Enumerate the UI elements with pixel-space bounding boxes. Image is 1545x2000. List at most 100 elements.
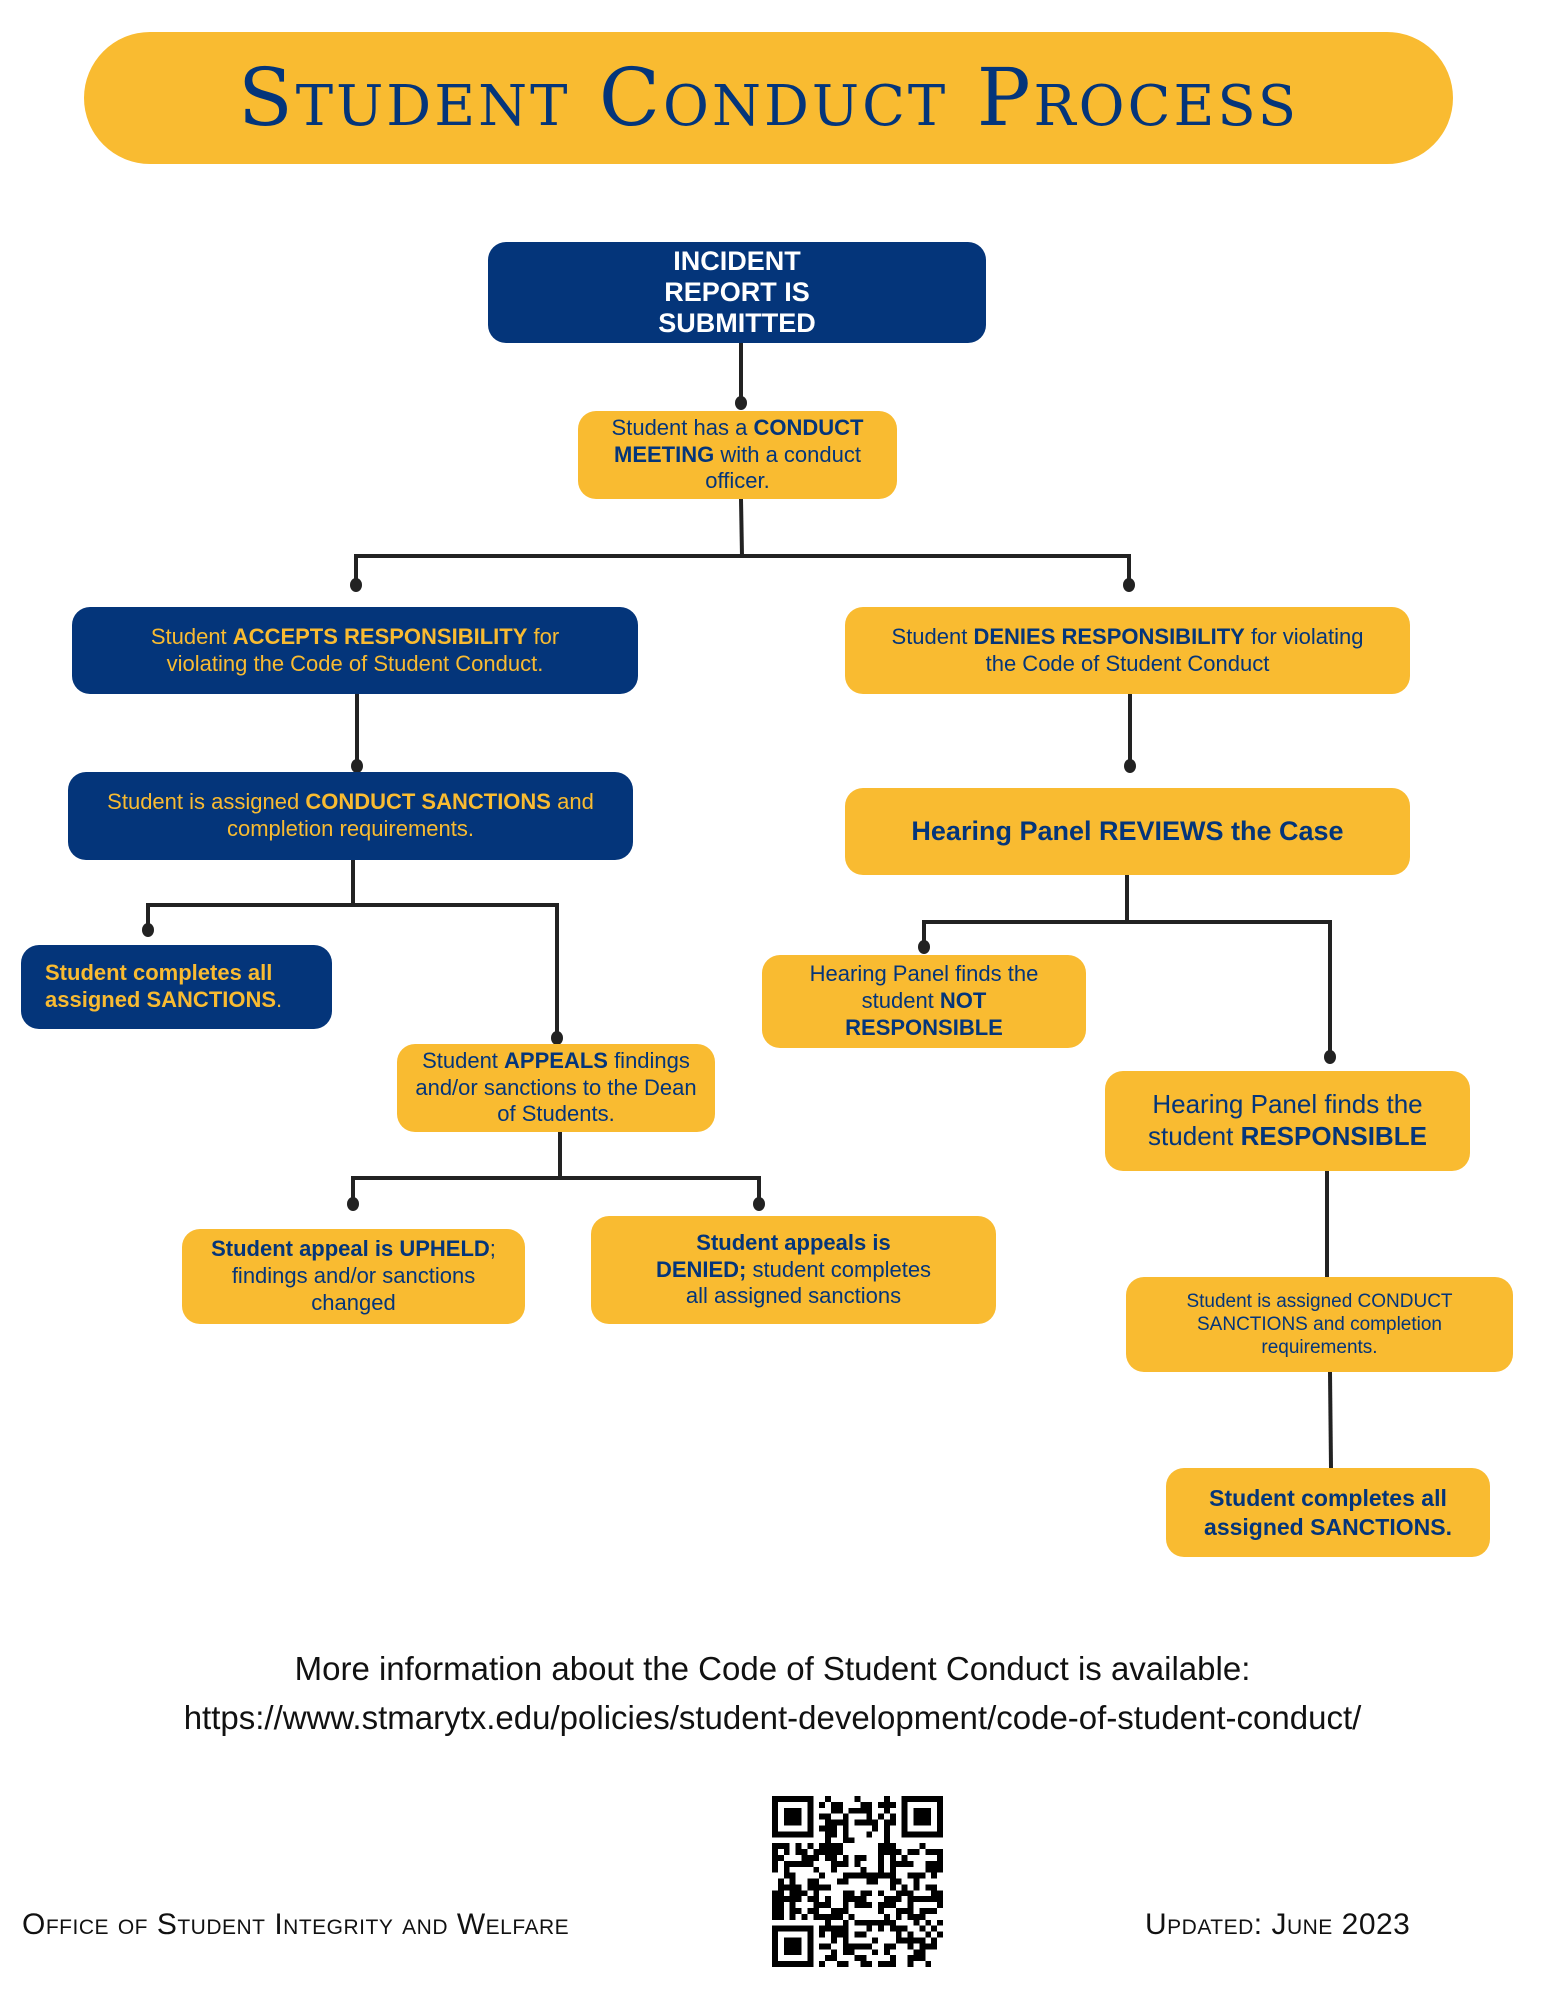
qr-module [931, 1884, 938, 1891]
qr-module [872, 1872, 879, 1879]
qr-module [937, 1896, 943, 1903]
qr-module [889, 1819, 896, 1826]
qr-module [860, 1866, 867, 1873]
qr-module [895, 1890, 902, 1897]
qr-module [866, 1872, 873, 1879]
qr-module [925, 1884, 932, 1891]
qr-module [783, 1872, 790, 1879]
qr-module [860, 1955, 867, 1962]
qr-module [848, 1807, 855, 1814]
qr-module [937, 1890, 943, 1897]
qr-module [907, 1937, 914, 1944]
qr-module [777, 1902, 784, 1909]
qr-module [895, 1931, 902, 1938]
qr-module [813, 1902, 820, 1909]
node-completes-sanctions-left: Student completes all assigned SANCTIONS… [21, 945, 332, 1029]
qr-module [819, 1902, 826, 1909]
qr-module [907, 1913, 914, 1920]
qr-module [807, 1896, 814, 1903]
qr-module [825, 1825, 831, 1832]
qr-module [801, 1860, 808, 1867]
qr-module [854, 1955, 861, 1962]
connector-dot [551, 1031, 563, 1045]
updated-date: Updated: June 2023 [1145, 1908, 1411, 1941]
qr-module [931, 1896, 938, 1903]
qr-module [866, 1919, 873, 1926]
qr-module [825, 1902, 831, 1909]
qr-module [860, 1854, 867, 1861]
qr-module [813, 1913, 820, 1920]
qr-module [860, 1919, 867, 1926]
qr-module [931, 1872, 938, 1879]
qr-module [836, 1931, 843, 1938]
qr-module [878, 1961, 885, 1967]
qr-module [913, 1849, 920, 1855]
qr-module [772, 1890, 778, 1897]
qr-module [848, 1896, 855, 1903]
qr-module [866, 1943, 873, 1950]
qr-module [777, 1890, 784, 1897]
qr-code-icon[interactable] [770, 1796, 945, 1967]
qr-module [884, 1801, 890, 1808]
qr-module [866, 1801, 873, 1808]
qr-module [772, 1860, 778, 1867]
qr-module [789, 1890, 796, 1897]
qr-module [907, 1860, 914, 1867]
qr-module [830, 1825, 837, 1832]
qr-module [825, 1843, 831, 1850]
qr-module [830, 1860, 837, 1867]
qr-module [772, 1908, 778, 1914]
qr-module [884, 1943, 890, 1950]
qr-module [907, 1961, 914, 1967]
qr-module [825, 1896, 831, 1903]
qr-module [860, 1931, 867, 1938]
qr-module [772, 1843, 778, 1850]
qr-module [836, 1925, 843, 1932]
qr-module [866, 1902, 873, 1909]
qr-module [789, 1902, 796, 1909]
qr-module [842, 1908, 849, 1914]
qr-module [854, 1872, 861, 1879]
node-denies-responsibility: Student DENIES RESPONSIBILITY for violat… [845, 607, 1410, 694]
qr-module [884, 1825, 890, 1832]
qr-module [801, 1849, 808, 1855]
qr-module [889, 1919, 896, 1926]
qr-module [907, 1955, 914, 1962]
qr-module [889, 1849, 896, 1855]
qr-module [777, 1878, 784, 1885]
qr-module [830, 1949, 837, 1956]
qr-module [907, 1849, 914, 1855]
qr-module [772, 1913, 778, 1920]
qr-module [925, 1961, 932, 1967]
qr-module [937, 1849, 943, 1855]
qr-module [913, 1919, 920, 1926]
qr-module [878, 1866, 885, 1873]
qr-module [830, 1955, 837, 1962]
node-hearing-panel-reviews: Hearing Panel REVIEWS the Case [845, 788, 1410, 875]
qr-module [830, 1913, 837, 1920]
node-conduct-sanctions-right: Student is assigned CONDUCT SANCTIONS an… [1126, 1277, 1513, 1372]
qr-module [836, 1878, 843, 1885]
qr-module [860, 1943, 867, 1950]
qr-module [836, 1961, 843, 1967]
qr-module [913, 1913, 920, 1920]
qr-module [830, 1819, 837, 1826]
node-accepts-responsibility: Student ACCEPTS RESPONSIBILITY for viola… [72, 607, 638, 694]
qr-module [819, 1931, 826, 1938]
qr-module [848, 1913, 855, 1920]
qr-module [937, 1902, 943, 1909]
qr-module [842, 1943, 849, 1950]
qr-module [830, 1854, 837, 1861]
qr-module [889, 1878, 896, 1885]
qr-module [895, 1878, 902, 1885]
qr-module [931, 1925, 938, 1932]
code-of-conduct-link[interactable]: https://www.stmarytx.edu/policies/studen… [183, 1699, 1362, 1736]
qr-module [878, 1919, 885, 1926]
qr-module [866, 1819, 873, 1826]
qr-module [931, 1849, 938, 1855]
qr-module [919, 1925, 926, 1932]
qr-module [807, 1854, 814, 1861]
qr-module [901, 1884, 908, 1891]
qr-module [813, 1878, 820, 1885]
